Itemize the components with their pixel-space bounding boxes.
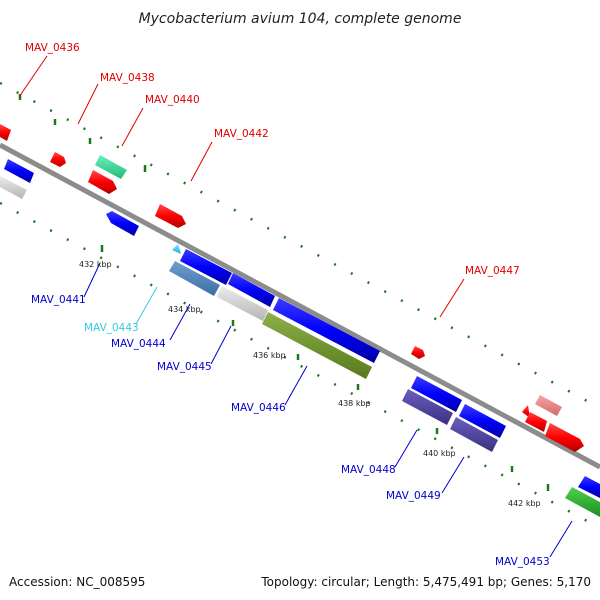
gene-arrow-mav-0446[interactable]: [273, 298, 380, 363]
gene-label-mav-0448[interactable]: MAV_0448: [341, 464, 396, 476]
gene-arrow-mav-0438[interactable]: [50, 152, 66, 167]
gene-arrow-mav-0440[interactable]: [88, 170, 117, 194]
gene-label-mav-0446[interactable]: MAV_0446: [231, 402, 286, 414]
gene-label-mav-0449[interactable]: MAV_0449: [386, 490, 441, 502]
gene-arrow-mav-0442[interactable]: [155, 204, 186, 228]
gene-label-mav-0444[interactable]: MAV_0444: [111, 338, 166, 350]
forward-genes: [0, 124, 584, 452]
gene-label-mav-0453[interactable]: MAV_0453: [495, 556, 550, 568]
gene-arrow-mav-0445-b[interactable]: [228, 273, 275, 307]
genome-backbone: [0, 142, 600, 470]
gene-label-mav-0443[interactable]: MAV_0443: [84, 322, 139, 334]
callout-lines: [18, 55, 573, 558]
gene-arrow-mav-0453[interactable]: [565, 487, 600, 517]
gene-label-mav-0436[interactable]: MAV_0436: [25, 42, 80, 54]
gene-arrow-red-small[interactable]: [522, 405, 530, 418]
gene-label-mav-0440[interactable]: MAV_0440: [145, 94, 200, 106]
inner-tick-track: [0, 201, 600, 530]
tick-label-442: 442 kbp: [508, 499, 541, 508]
gene-label-mav-0438[interactable]: MAV_0438: [100, 72, 155, 84]
gene-arrow-mav-0436[interactable]: [0, 124, 11, 141]
tick-label-440: 440 kbp: [423, 449, 456, 458]
gene-arrow-mav-0441[interactable]: [106, 211, 139, 236]
gene-arrow-blue-left-1[interactable]: [4, 159, 34, 183]
map-title: Mycobacterium avium 104, complete genome: [139, 11, 462, 27]
gene-arrow-mav-0444[interactable]: [169, 261, 220, 296]
tick-label-432: 432 kbp: [79, 260, 112, 269]
tick-label-436: 436 kbp: [253, 351, 286, 360]
gene-arrow-mav-0446-olive[interactable]: [262, 312, 372, 379]
gene-arrow-mav-0448-slate[interactable]: [402, 389, 453, 425]
gene-arrow-grey-left[interactable]: [0, 176, 27, 199]
major-ticks: [18, 94, 550, 491]
gene-label-mav-0442[interactable]: MAV_0442: [214, 128, 269, 140]
gene-arrow-mav-0447[interactable]: [411, 346, 425, 359]
gene-arrow-mav-0443[interactable]: [172, 244, 181, 254]
outer-tick-track: [0, 81, 600, 410]
gene-arrow-mav-0449-slate[interactable]: [450, 417, 498, 452]
gene-arrow-red-right-2[interactable]: [545, 423, 584, 452]
gene-arrow-blue-right[interactable]: [578, 476, 600, 498]
gene-label-mav-0445[interactable]: MAV_0445: [157, 361, 212, 373]
gene-label-mav-0447[interactable]: MAV_0447: [465, 265, 520, 277]
gene-arrow-pink[interactable]: [535, 395, 562, 416]
gene-label-mav-0441[interactable]: MAV_0441: [31, 294, 86, 306]
accession-text: Accession: NC_008595: [9, 575, 145, 589]
gene-arrow-mav-0445[interactable]: [180, 249, 232, 285]
gene-arrow-mav-0440-sea[interactable]: [95, 155, 127, 179]
gene-arrow-mav-0449[interactable]: [459, 404, 506, 438]
gene-arrow-red-right-1[interactable]: [525, 412, 547, 432]
tick-label-434: 434 kbp: [168, 305, 201, 314]
gene-labels: MAV_0436 MAV_0438 MAV_0440 MAV_0442 MAV_…: [25, 42, 550, 568]
gene-arrow-mav-0448[interactable]: [411, 376, 462, 412]
gene-arrow-grey-mid[interactable]: [217, 286, 268, 321]
tick-label-438: 438 kbp: [338, 399, 371, 408]
reverse-genes: [0, 159, 600, 517]
topology-text: Topology: circular; Length: 5,475,491 bp…: [260, 575, 591, 589]
position-tick-labels: 432 kbp 434 kbp 436 kbp 438 kbp 440 kbp …: [79, 260, 541, 508]
